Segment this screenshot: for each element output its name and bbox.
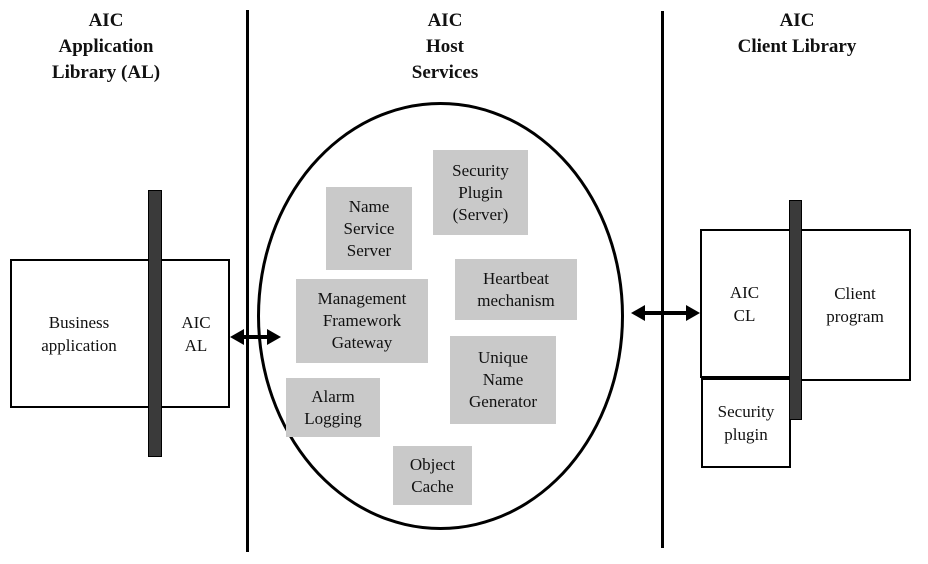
component-alarm-logging: Alarm Logging <box>286 378 380 437</box>
al-to-host-arrow-icon <box>230 329 281 345</box>
divider-line-left <box>246 10 249 552</box>
component-object-cache: Object Cache <box>393 446 472 505</box>
application-library-title: AIC Application Library (AL) <box>51 10 161 83</box>
client-program-label: Client program <box>826 284 884 326</box>
business-application-label: Business application <box>41 312 117 355</box>
business-application-box <box>10 259 230 408</box>
host-services-title: AIC Host Services <box>411 10 479 83</box>
component-security-plugin-server: Security Plugin (Server) <box>433 150 528 235</box>
component-management-framework-gateway: Management Framework Gateway <box>296 279 428 363</box>
host-services-ellipse <box>257 102 624 530</box>
aic-cl-label: AIC CL <box>729 282 760 325</box>
security-plugin-label: Security plugin <box>717 402 775 444</box>
application-library-bar <box>148 190 162 457</box>
security-plugin-box <box>701 378 791 468</box>
divider-line-right <box>661 11 664 548</box>
host-to-cl-arrow-icon <box>631 305 700 321</box>
component-heartbeat-mechanism: Heartbeat mechanism <box>455 259 577 320</box>
client-library-bar <box>789 200 802 420</box>
client-library-title: AIC Client Library <box>737 10 857 57</box>
component-name-service-server: Name Service Server <box>326 187 412 270</box>
component-unique-name-generator: Unique Name Generator <box>450 336 556 424</box>
aic-al-label: AIC AL <box>181 312 211 355</box>
